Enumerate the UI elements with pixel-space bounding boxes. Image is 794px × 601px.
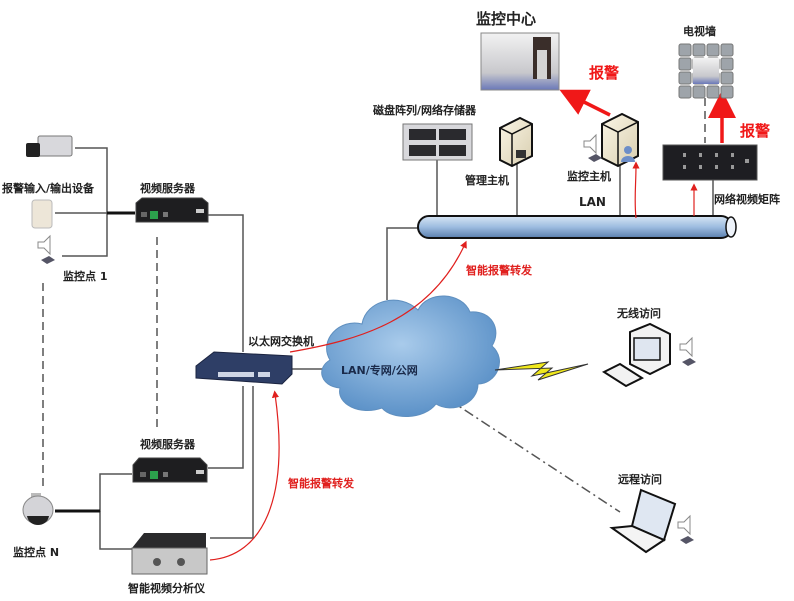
smart-forward-label-2: 智能报警转发 — [288, 477, 354, 490]
monitor-host-label: 监控主机 — [567, 170, 611, 183]
video-server-n-icon — [132, 457, 208, 483]
alarm-arrow-to-center — [559, 89, 611, 117]
wireless-access-label: 无线访问 — [617, 307, 661, 320]
wireless-bolt-icon — [494, 361, 589, 381]
smart-curve-analyzer-switch — [209, 390, 280, 561]
remote-access-label: 远程访问 — [618, 473, 662, 486]
link-speaker-vs1 — [62, 213, 108, 257]
lan-label: LAN — [579, 195, 606, 209]
tv-wall-tile — [720, 57, 734, 71]
smart-curve-switch-lan — [289, 240, 467, 353]
wireless-pc-icon — [601, 322, 671, 388]
alarm-sensor-icon — [31, 199, 53, 229]
monitor-center-photo — [480, 32, 560, 91]
link-switch-analyzer — [210, 386, 254, 539]
tv-wall-tile — [706, 85, 720, 99]
monitor-point-1-label: 监控点 1 — [63, 270, 108, 283]
lan-pipe — [417, 215, 737, 239]
alarm-label-2: 报警 — [740, 122, 771, 140]
alarm-arrows — [209, 89, 736, 561]
storage-label: 磁盘阵列/网络存储器 — [373, 104, 477, 117]
tv-wall-tile — [678, 71, 692, 85]
link-vs1-switch — [208, 214, 244, 352]
monitor-host-icon — [601, 112, 639, 168]
monitor-point-n-label: 监控点 N — [13, 546, 60, 559]
smart-forward-label-1: 智能报警转发 — [466, 264, 532, 277]
tv-wall-icon — [678, 43, 734, 99]
laptop-icon — [609, 488, 677, 554]
video-analyzer-label: 智能视频分析仪 — [128, 582, 205, 595]
tv-wall-tile — [692, 85, 706, 99]
video-analyzer-icon — [131, 533, 208, 575]
video-server-1-icon — [135, 197, 209, 223]
dashdot-cloud-remote — [447, 398, 621, 513]
ethernet-switch-icon — [195, 351, 293, 385]
connection-lines — [55, 147, 714, 550]
mgmt-host-label: 管理主机 — [465, 174, 509, 187]
box-camera-icon — [26, 135, 73, 157]
link-switch-vsn — [208, 386, 244, 469]
switch-label: 以太网交换机 — [248, 335, 314, 348]
link-pointn-analyzer — [99, 511, 132, 550]
speaker-icon-laptop — [677, 514, 694, 544]
disk-array-icon — [402, 123, 473, 161]
management-host-icon — [499, 116, 533, 168]
tv-wall-tile — [720, 71, 734, 85]
tv-wall-video — [693, 58, 719, 84]
dashed-links — [42, 98, 706, 488]
alarm-io-label: 报警输入/输出设备 — [2, 182, 95, 195]
speaker-icon-monhost — [583, 133, 602, 162]
tv-wall-tile — [678, 85, 692, 99]
tv-wall-tile — [692, 43, 706, 57]
tv-wall-tile — [720, 85, 734, 99]
smart-arrow-lan-monhost — [632, 161, 640, 219]
monitor-center-label: 监控中心 — [476, 10, 537, 28]
cloud-label: LAN/专网/公网 — [341, 364, 418, 377]
speaker-icon-wireless — [679, 336, 696, 366]
network-cloud — [321, 295, 500, 418]
tv-wall-tile — [720, 43, 734, 57]
link-cloud-lan — [386, 227, 418, 300]
alarm-label-1: 报警 — [589, 64, 620, 82]
link-pointn-vsn — [55, 473, 132, 512]
tv-wall-tile — [678, 43, 692, 57]
dome-camera-icon — [22, 493, 54, 525]
speaker-icon-point1 — [37, 234, 55, 264]
video-server-n-label: 视频服务器 — [140, 438, 195, 451]
video-matrix-icon — [662, 144, 758, 181]
video-server-1-label: 视频服务器 — [140, 182, 195, 195]
tv-wall-label: 电视墙 — [683, 25, 716, 38]
video-matrix-label: 网络视频矩阵 — [714, 193, 780, 206]
tv-wall-tile — [678, 57, 692, 71]
tv-wall-tile — [706, 43, 720, 57]
